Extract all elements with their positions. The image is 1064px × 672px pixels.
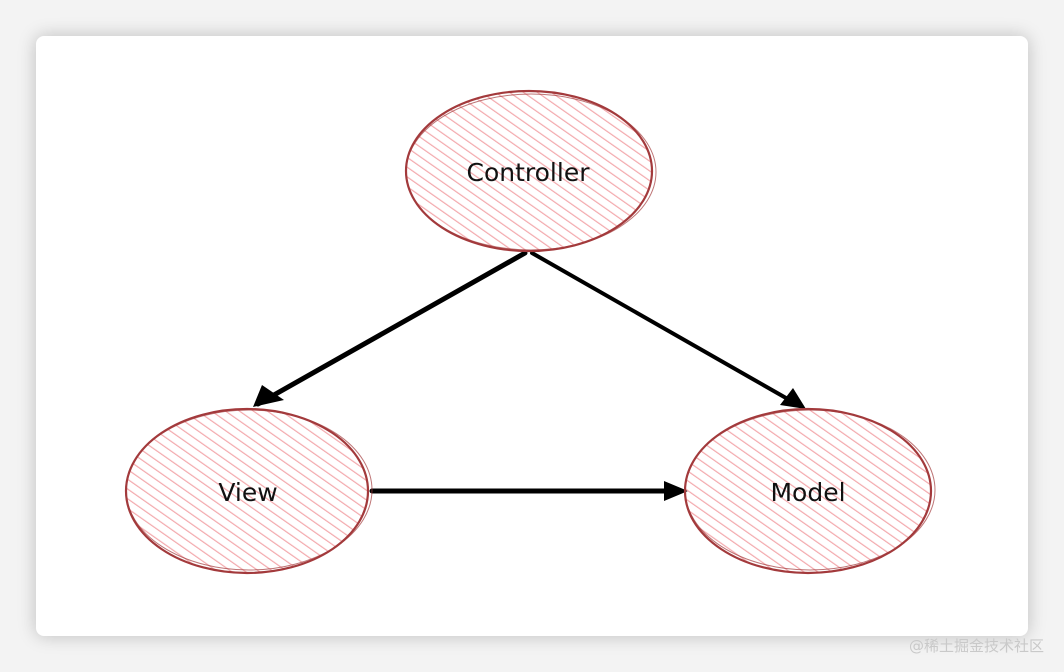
- node-view-label: View: [218, 478, 277, 507]
- arrowhead-model: [780, 388, 806, 409]
- node-model-sketch-stroke: [684, 409, 936, 571]
- arrowhead-view: [253, 385, 284, 407]
- edge-controller-to-model: [530, 251, 802, 408]
- node-view-sketch-stroke: [125, 409, 373, 571]
- edge-controller-to-view: [255, 250, 528, 407]
- arrowhead-model-left: [664, 481, 688, 501]
- node-view[interactable]: View: [124, 407, 373, 575]
- node-model[interactable]: Model: [683, 407, 936, 575]
- node-controller[interactable]: Controller: [404, 89, 657, 253]
- node-controller-sketch-stroke: [405, 93, 657, 251]
- node-controller-label: Controller: [467, 158, 591, 187]
- watermark-text: @稀土掘金技术社区: [908, 637, 1044, 655]
- node-model-label: Model: [770, 478, 845, 507]
- edges: [253, 250, 806, 501]
